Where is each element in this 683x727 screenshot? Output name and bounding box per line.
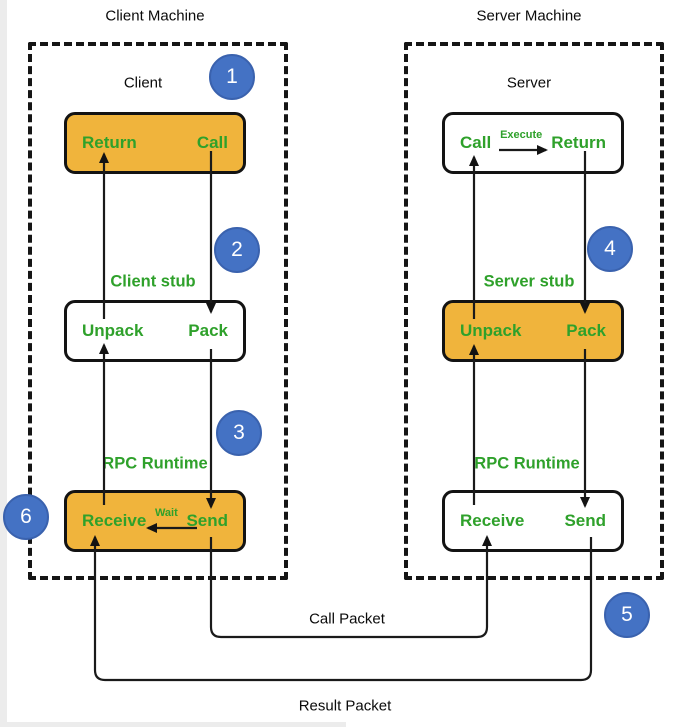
server-stub-label: Server stub (480, 272, 578, 292)
client-send-label: Send (186, 511, 228, 530)
client-unpack-label: Unpack (82, 321, 144, 340)
step-number: 5 (621, 603, 633, 626)
client-call-return-box: Return Call (64, 112, 246, 174)
page-edge-bottom (0, 722, 346, 727)
client-pack-label: Pack (188, 321, 228, 340)
server-unpack-label: Unpack (460, 321, 522, 340)
step-number: 6 (20, 505, 32, 528)
server-machine-title: Server Machine (476, 7, 582, 25)
result-packet-label: Result Packet (298, 697, 392, 715)
step-badge-6: 6 (3, 494, 49, 540)
page-edge-left (0, 0, 7, 727)
client-machine-title: Client Machine (105, 7, 205, 25)
server-receive-label: Receive (460, 511, 525, 530)
server-execute-label: Execute (500, 129, 543, 141)
step-number: 3 (233, 421, 245, 444)
client-receive-label: Receive (82, 511, 147, 530)
step-badge-2: 2 (214, 227, 260, 273)
step-number: 1 (226, 65, 238, 88)
call-packet-label: Call Packet (309, 610, 385, 628)
step-number: 4 (604, 237, 616, 260)
server-pack-label: Pack (566, 321, 606, 340)
server-send-label: Send (564, 511, 606, 530)
server-call-return-box: Call Execute Return (442, 112, 624, 174)
step-badge-4: 4 (587, 226, 633, 272)
step-badge-5: 5 (604, 592, 650, 638)
step-badge-3: 3 (216, 410, 262, 456)
client-stub-label: Client stub (107, 272, 199, 292)
client-call-label: Call (196, 133, 228, 152)
server-return-label: Return (551, 133, 606, 152)
server-call-label: Call (460, 133, 492, 152)
server-runtime-box: Receive Send (442, 490, 624, 552)
server-stub-box: Unpack Pack (442, 300, 624, 362)
server-label: Server (506, 74, 552, 92)
step-badge-1: 1 (209, 54, 255, 100)
client-runtime-box: Receive Wait Send (64, 490, 246, 552)
step-number: 2 (231, 238, 243, 261)
client-return-label: Return (82, 133, 137, 152)
server-rpc-runtime-label: RPC Runtime (471, 454, 583, 474)
client-label: Client (123, 74, 163, 92)
client-stub-box: Unpack Pack (64, 300, 246, 362)
client-wait-label: Wait (154, 507, 178, 519)
client-rpc-runtime-label: RPC Runtime (99, 454, 211, 474)
